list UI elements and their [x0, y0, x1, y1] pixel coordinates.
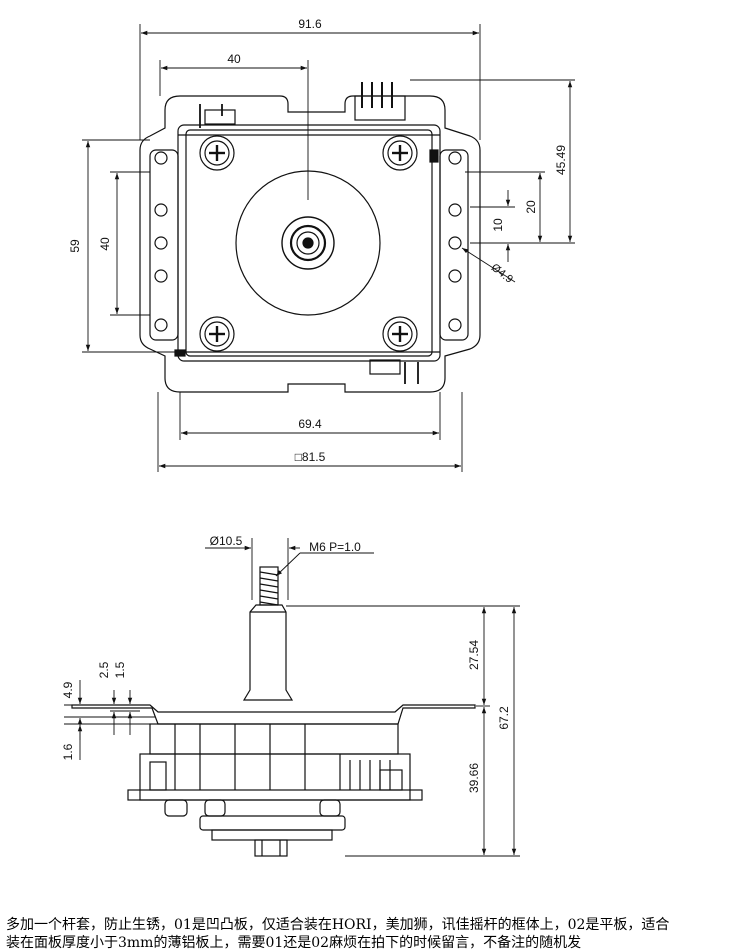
mounting-plate-outline — [139, 95, 481, 393]
right-ear — [439, 149, 469, 341]
caption-line-1: 多加一个杆套，防止生锈，01是凹凸板，仅适合装在HORI，美加狮，讯佳摇杆的框体… — [6, 917, 670, 933]
dim-hole-diameter: Ø4.9 — [489, 262, 515, 286]
top-view-dimensions — [82, 24, 575, 472]
top-view — [139, 82, 481, 393]
dim-height-39-66: 39.66 — [467, 763, 481, 793]
screw-bottom-left — [199, 316, 235, 352]
left-ear — [149, 149, 179, 341]
side-view — [71, 566, 476, 857]
dim-height-4-9: 4.9 — [61, 681, 75, 698]
switch-tab-top — [199, 104, 236, 128]
bottom-hardware — [164, 799, 346, 857]
dim-height-10: 10 — [491, 218, 505, 232]
connector-top — [354, 82, 406, 121]
dim-left-40: 40 — [98, 237, 112, 251]
caption-line-2: 装在面板厚度小于3mm的薄铝板上，需要01还是02麻烦在拍下的时候留言，不备注的… — [6, 935, 582, 950]
dim-height-67-2: 67.2 — [497, 706, 511, 730]
body-square — [185, 129, 433, 357]
dim-inner-69-4: 69.4 — [298, 417, 322, 431]
screw-top-left — [199, 135, 235, 171]
screw-bottom-right — [382, 316, 418, 352]
dim-height-1-6: 1.6 — [61, 743, 75, 760]
dim-height-2-5: 2.5 — [97, 661, 111, 678]
dim-height-20: 20 — [524, 200, 538, 214]
screw-top-right — [382, 135, 418, 171]
dim-left-59: 59 — [68, 239, 82, 253]
threaded-tip — [259, 566, 279, 606]
dim-height-1-5: 1.5 — [113, 661, 127, 678]
shaft — [242, 604, 294, 701]
caption: 多加一个杆套，防止生锈，01是凹凸板，仅适合装在HORI，美加狮，讯佳摇杆的框体… — [6, 916, 744, 950]
dim-height-45-49: 45.49 — [554, 145, 568, 175]
dim-square-81-5: □81.5 — [295, 450, 326, 464]
dim-shaft-diameter: Ø10.5 — [210, 534, 243, 548]
side-body — [127, 723, 423, 801]
side-plate — [71, 704, 476, 725]
dim-offset-40: 40 — [227, 52, 241, 66]
side-view-dimensions — [64, 538, 520, 857]
dim-overall-width: 91.6 — [298, 17, 322, 31]
dim-height-27-54: 27.54 — [467, 640, 481, 670]
dim-thread: M6 P=1.0 — [309, 540, 361, 554]
switch-tab-bottom — [369, 359, 419, 384]
